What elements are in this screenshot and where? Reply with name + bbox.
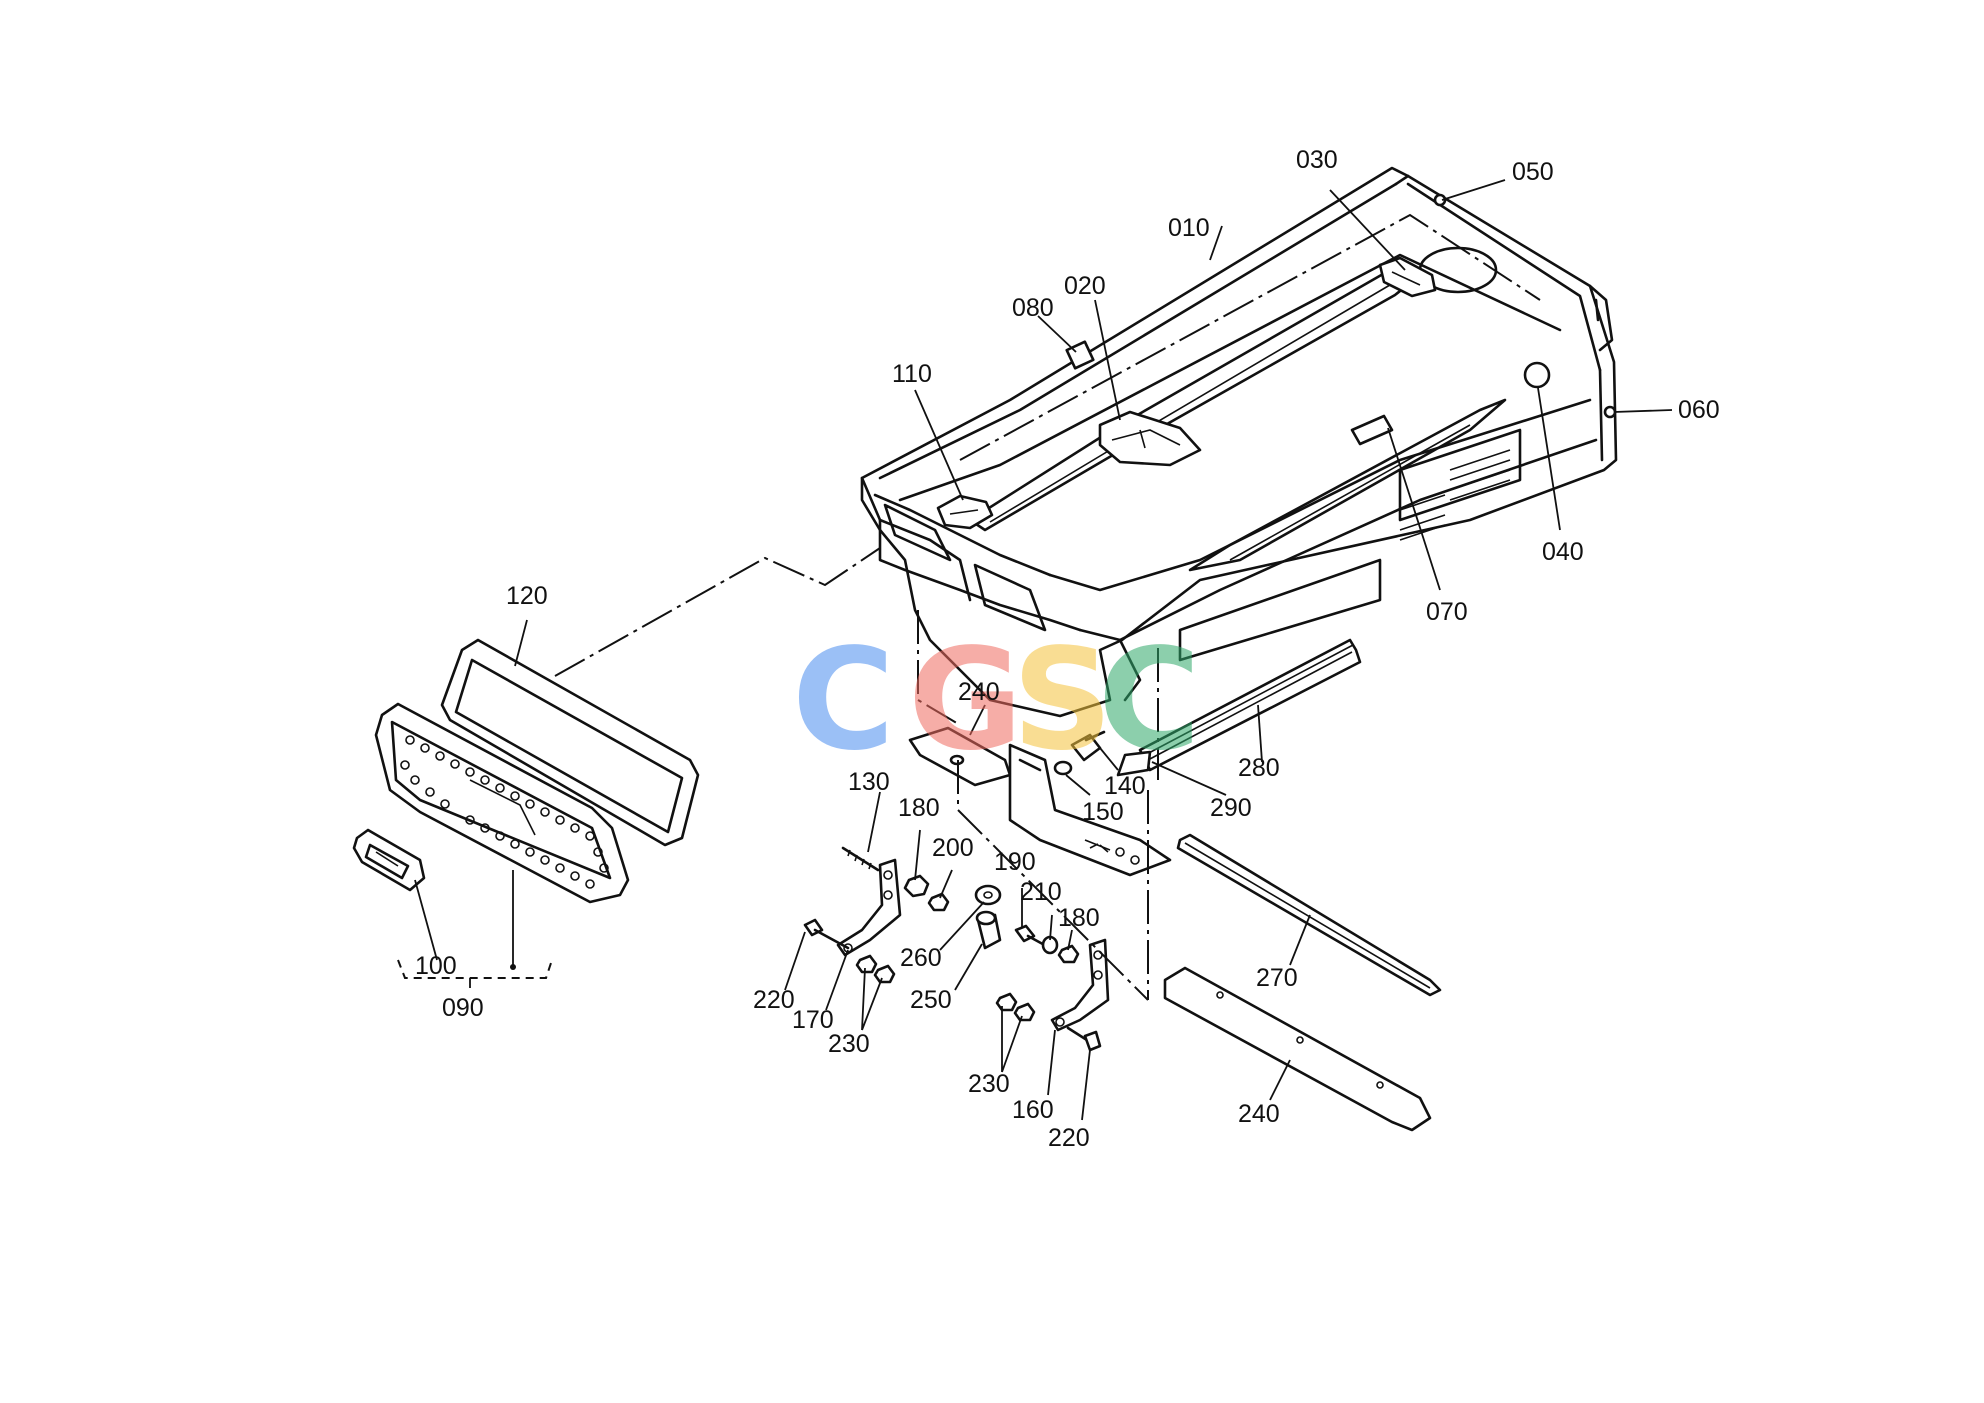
fastener-140-150 <box>1053 730 1106 776</box>
side-rail-280-290 <box>1116 638 1362 777</box>
callout-160: 160 <box>1012 1096 1054 1124</box>
callout-090: 090 <box>442 994 484 1022</box>
grille-perforations <box>400 735 609 889</box>
callout-050: 050 <box>1512 158 1554 186</box>
callout-170: 170 <box>792 1006 834 1034</box>
callout-180-right: 180 <box>1058 904 1100 932</box>
hood-bonnet <box>860 166 1618 718</box>
left-hinge-170 <box>836 858 902 957</box>
callout-060: 060 <box>1678 396 1720 424</box>
lower-plate-240 <box>1163 966 1432 1132</box>
callout-100: 100 <box>415 952 457 980</box>
callout-220-left: 220 <box>753 986 795 1014</box>
upper-bracket-240 <box>908 726 1172 877</box>
watermark: C G S C <box>792 619 1201 782</box>
callout-260: 260 <box>900 944 942 972</box>
emblem-plate-100 <box>352 828 426 892</box>
callout-180-left: 180 <box>898 794 940 822</box>
watermark-letter-s: S <box>1012 619 1113 782</box>
callout-040: 040 <box>1542 538 1584 566</box>
callout-130: 130 <box>848 768 890 796</box>
leader-lines <box>414 179 1673 1121</box>
callout-080: 080 <box>1012 294 1054 322</box>
callout-200: 200 <box>932 834 974 862</box>
callout-220-right: 220 <box>1048 1124 1090 1152</box>
bolts-nuts-washers <box>803 846 1102 1052</box>
callout-150: 150 <box>1082 798 1124 826</box>
callout-140: 140 <box>1104 772 1146 800</box>
assembly-lines <box>397 547 1159 1001</box>
rod-270 <box>1176 833 1442 997</box>
watermark-letter-g: G <box>908 619 1023 782</box>
hood-caps-and-grips <box>936 193 1617 530</box>
callout-290: 290 <box>1210 794 1252 822</box>
callout-230-right: 230 <box>968 1070 1010 1098</box>
grille-gasket-120 <box>440 638 700 847</box>
callout-110: 110 <box>892 360 932 388</box>
callout-010: 010 <box>1168 214 1210 242</box>
callout-280: 280 <box>1238 754 1280 782</box>
callout-070: 070 <box>1426 598 1468 626</box>
callout-190: 190 <box>994 848 1036 876</box>
callout-240-lower: 240 <box>1238 1100 1280 1128</box>
callout-240-upper: 240 <box>958 678 1000 706</box>
callout-120: 120 <box>506 582 548 610</box>
callout-270: 270 <box>1256 964 1298 992</box>
callout-030: 030 <box>1296 146 1338 174</box>
callout-250: 250 <box>910 986 952 1014</box>
callout-020: 020 <box>1064 272 1106 300</box>
front-grille-090 <box>374 702 630 904</box>
watermark-letter-c1: C <box>792 619 895 782</box>
watermark-letter-c2: C <box>1098 619 1201 782</box>
callout-210: 210 <box>1020 878 1062 906</box>
callout-230-left: 230 <box>828 1030 870 1058</box>
callout-labels: 010 020 030 040 050 060 070 080 090 100 … <box>415 146 1720 1152</box>
